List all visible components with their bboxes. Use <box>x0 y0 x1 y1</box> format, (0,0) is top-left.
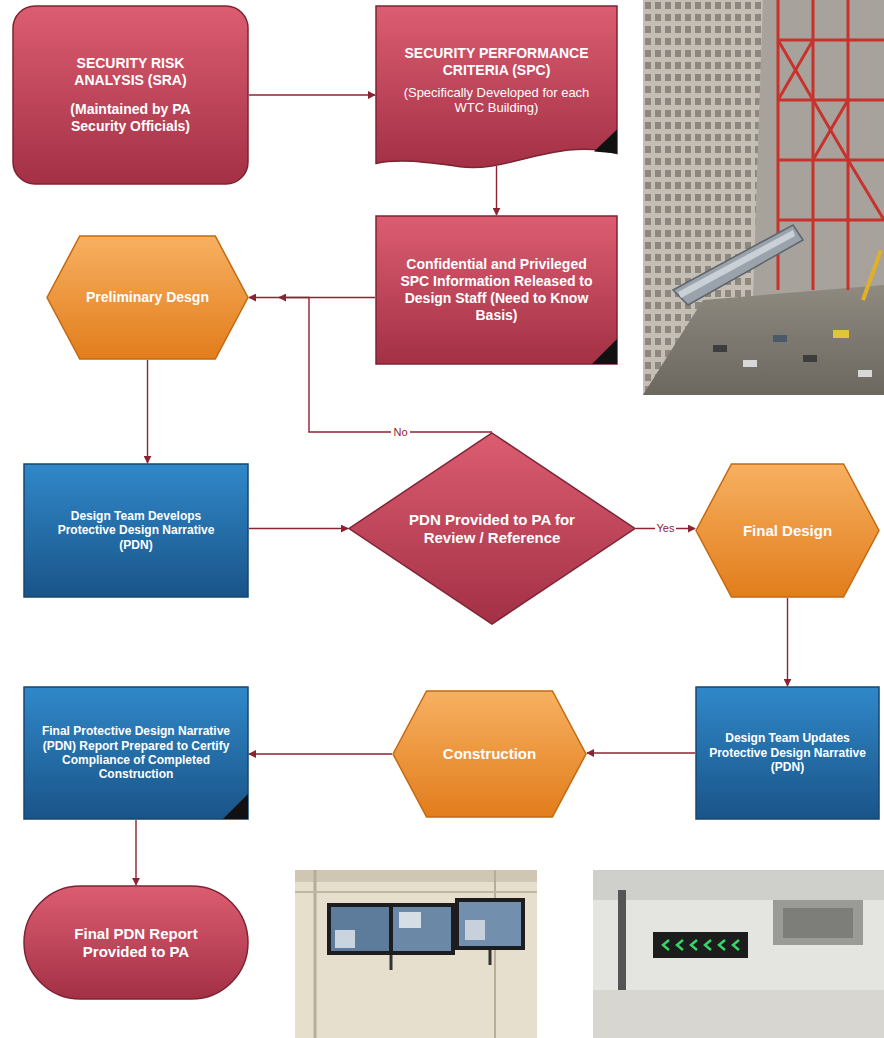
flow-arrow <box>587 752 695 753</box>
flow-arrow <box>249 94 375 95</box>
document-box: Confidential and Privileged SPC Informat… <box>375 215 618 365</box>
node-label: Final Design <box>743 522 832 540</box>
flow-arrow <box>249 753 392 754</box>
decision-diamond: PDN Provided to PA for Review / Referenc… <box>348 432 636 625</box>
node-outline <box>349 433 635 624</box>
page-corner <box>594 130 617 154</box>
node-outline <box>696 687 879 819</box>
process-box: Design Team Develops Protective Design N… <box>23 463 249 598</box>
flow-arrow <box>249 528 348 529</box>
flow-arrow <box>249 297 375 298</box>
node-label: Final PDN Report Provided to PA <box>53 925 219 961</box>
end-terminal: Final PDN Report Provided to PA <box>23 885 249 1000</box>
flow-arrow <box>135 820 136 885</box>
construction-photo <box>643 0 884 395</box>
node-outline <box>376 6 617 168</box>
page-corner <box>223 794 248 819</box>
node-label: Design Team Develops Protective Design N… <box>41 509 231 552</box>
node-outline <box>376 216 617 364</box>
node-note: (Specifically Developed for each WTC Bui… <box>395 85 598 116</box>
node-outline <box>13 6 248 184</box>
node-label: PDN Provided to PA for Review / Referenc… <box>392 511 592 547</box>
node-outline <box>24 464 248 597</box>
phase-hexagon: Final Design <box>695 463 880 598</box>
flow-arrow <box>787 598 788 686</box>
flow-arrow <box>147 360 148 463</box>
edge-label: Yes <box>655 522 677 535</box>
node-label: Preliminary Desgn <box>86 289 209 306</box>
monitor-photo <box>295 870 537 1038</box>
node-outline <box>24 886 248 999</box>
node-label: SECURITY PERFORMANCE CRITERIA (SPC) <box>395 45 598 79</box>
phase-hexagon: Construction <box>392 690 587 818</box>
node-note: (Maintained by PA Security Officials) <box>52 101 209 135</box>
start-box: SECURITY RISK ANALYSIS (SRA) (Maintained … <box>12 5 249 185</box>
exit-sign-photo <box>593 870 884 1038</box>
node-label: Design Team Updates Protective Design Na… <box>709 731 866 774</box>
node-label: Final Protective Design Narrative (PDN) … <box>37 724 235 782</box>
node-outline <box>47 236 248 359</box>
edge-label: No <box>391 426 409 439</box>
node-label: SECURITY RISK ANALYSIS (SRA) <box>52 55 209 89</box>
process-box: Design Team Updates Protective Design Na… <box>695 686 880 820</box>
page-corner <box>592 339 617 364</box>
node-label: Confidential and Privileged SPC Informat… <box>393 256 600 323</box>
node-label: Construction <box>443 745 536 763</box>
phase-hexagon: Preliminary Desgn <box>46 235 249 360</box>
flow-arrow <box>496 166 497 215</box>
process-box: Final Protective Design Narrative (PDN) … <box>23 686 249 820</box>
node-outline <box>12 5 249 185</box>
node-outline <box>24 687 248 819</box>
node-outline <box>696 464 879 597</box>
document-box: SECURITY PERFORMANCE CRITERIA (SPC) (Spec… <box>375 5 618 170</box>
node-outline <box>393 691 586 817</box>
